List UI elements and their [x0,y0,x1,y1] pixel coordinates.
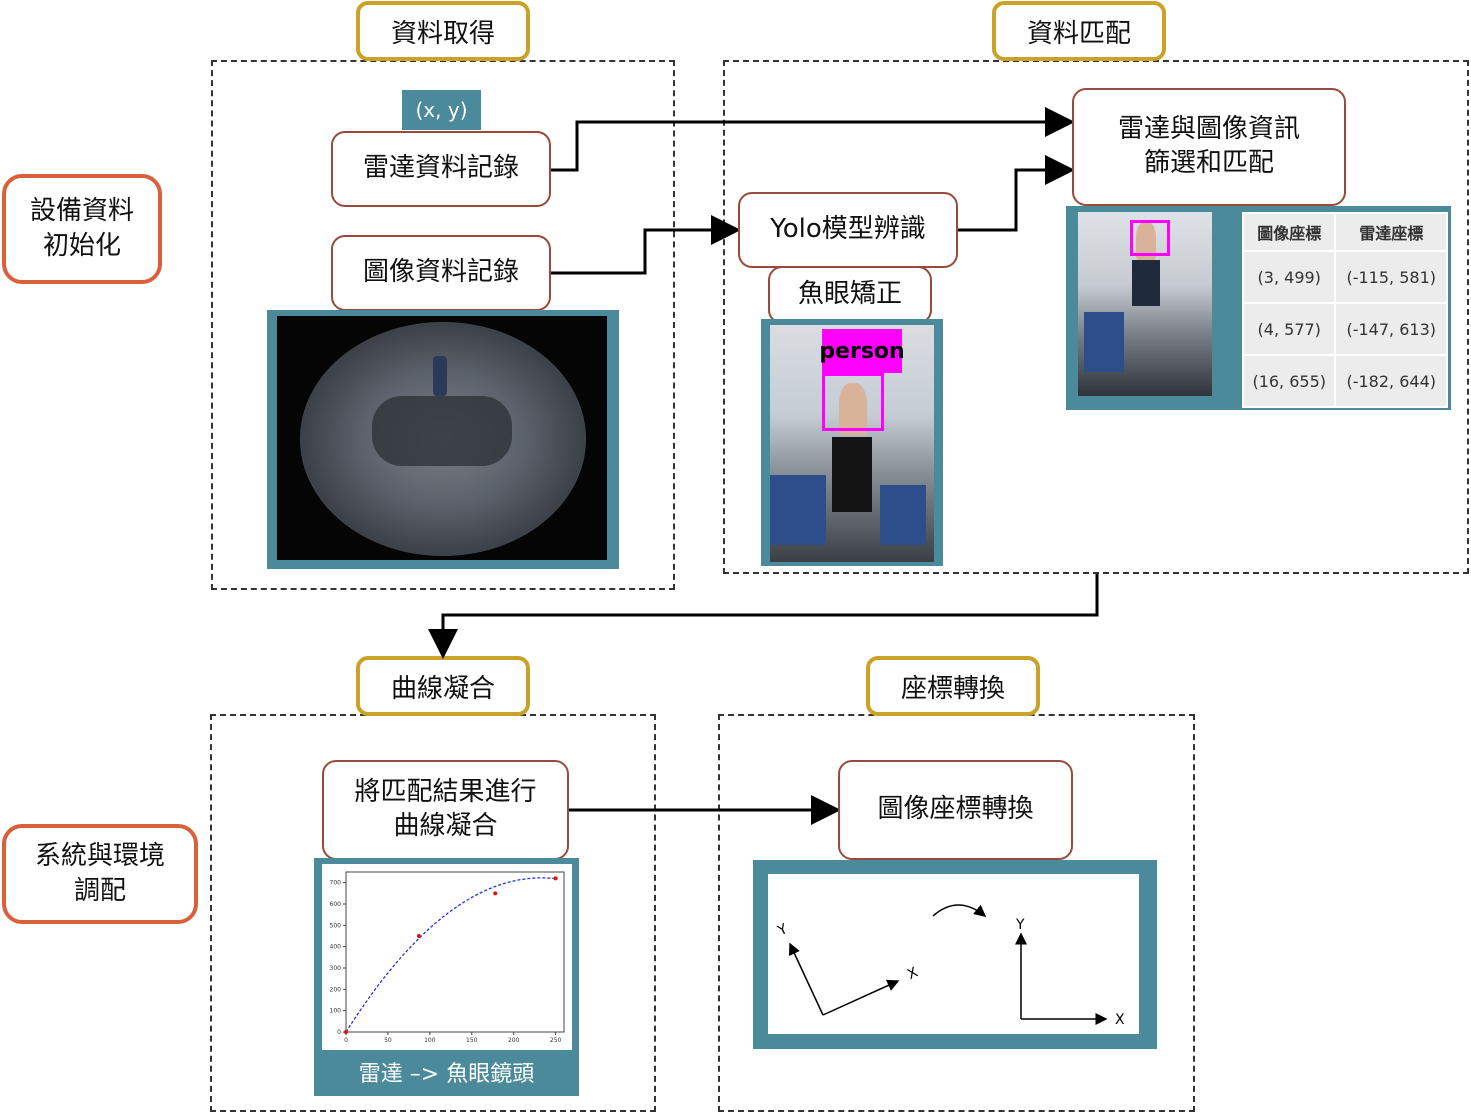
coordinate-table: 圖像座標 雷達座標 (3, 499) (-115, 581) (4, 577) … [1241,212,1448,408]
axes-frame: Y X Y X [753,860,1157,1049]
x-tick-label: 0 [344,1037,348,1044]
rotated-y-axis [788,942,824,1016]
detection-image: person [770,325,934,562]
match-result-frame: 圖像座標 雷達座標 (3, 499) (-115, 581) (4, 577) … [1066,206,1451,410]
group-data-matching [723,60,1469,574]
title-coordinate-transform: 座標轉換 [866,656,1040,716]
detection-frame: person [761,319,943,566]
y-tick-label: 500 [330,922,342,929]
yolo-box: Yolo模型辨識 [738,192,958,268]
rotated-y-label: Y [775,921,791,940]
upright-y-label: Y [1015,917,1025,933]
table-cell: (3, 499) [1241,250,1337,304]
table-row: (16, 655) (-182, 644) [1241,354,1448,408]
curve-frame: 0 100 200 300 400 500 600 700 0 50 100 150 200 250 雷達… [314,858,579,1096]
x-tick-label: 150 [466,1037,478,1044]
phase-calibration: 系統與環境 調配 [2,824,198,924]
arrow-radar-to-filter [551,107,1075,172]
arrow-matching-to-fitting [428,574,1099,659]
rotation-arrow [932,904,987,917]
y-tick-label: 200 [330,986,342,993]
x-tick-label: 250 [550,1037,562,1044]
table-cell: (16, 655) [1241,354,1337,408]
plot-frame [345,871,565,1033]
curve-plot: 0 100 200 300 400 500 600 700 0 50 100 150 200 250 [322,864,572,1050]
table-cell: (-115, 581) [1334,250,1448,304]
radar-image-filter-box: 雷達與圖像資訊 篩選和匹配 [1072,88,1346,206]
person-label: person [819,329,905,373]
fisheye-correction-box: 魚眼矯正 [768,266,932,324]
table-cell: (-182, 644) [1334,354,1448,408]
xy-label: (x, y) [402,90,481,130]
axes-canvas: Y X Y X [768,874,1139,1034]
y-tick-label: 300 [330,965,342,972]
axes-diagram: Y X Y X [775,904,1125,1028]
data-point [493,891,498,896]
table-header-image: 圖像座標 [1241,212,1337,252]
table-header-radar: 雷達座標 [1334,212,1448,252]
fit-matched-box: 將匹配結果進行 曲線凝合 [322,760,569,860]
arrow-yolo-to-filter [957,155,1075,232]
x-tick-label: 50 [384,1037,392,1044]
table-row: (4, 577) (-147, 613) [1241,302,1448,356]
fit-curve [345,877,556,1033]
fisheye-frame [267,310,619,569]
curve-caption: 雷達 –> 魚眼鏡頭 [358,1062,535,1087]
upright-x-label: X [1115,1012,1125,1028]
rotated-x-label: X [905,964,921,983]
group-data-acquisition [211,60,675,590]
x-tick-label: 200 [508,1037,520,1044]
rotated-x-axis [822,979,900,1016]
phase-init: 設備資料 初始化 [2,174,162,284]
table-cell: (-147, 613) [1334,302,1448,356]
arrow-image-to-yolo [551,215,741,275]
data-point [416,934,421,938]
data-point [344,1030,348,1034]
radar-record-box: 雷達資料記錄 [331,131,551,207]
table-row: (3, 499) (-115, 581) [1241,250,1448,304]
image-record-box: 圖像資料記錄 [331,235,551,311]
image-coord-transform-box: 圖像座標轉換 [838,760,1073,860]
data-point [553,876,558,881]
x-tick-label: 100 [424,1037,436,1044]
title-data-acquisition: 資料取得 [356,1,530,61]
match-image [1078,212,1212,396]
table-cell: (4, 577) [1241,302,1337,356]
y-tick-label: 600 [330,901,342,908]
y-tick-label: 400 [330,944,342,951]
title-data-matching: 資料匹配 [992,1,1166,61]
y-tick-label: 100 [330,1008,342,1015]
fit-curve-chart: 0 100 200 300 400 500 600 700 0 50 100 150 200 250 [330,871,565,1044]
fisheye-image [277,316,607,560]
y-tick-label: 700 [330,880,342,887]
y-tick-label: 0 [337,1029,341,1036]
